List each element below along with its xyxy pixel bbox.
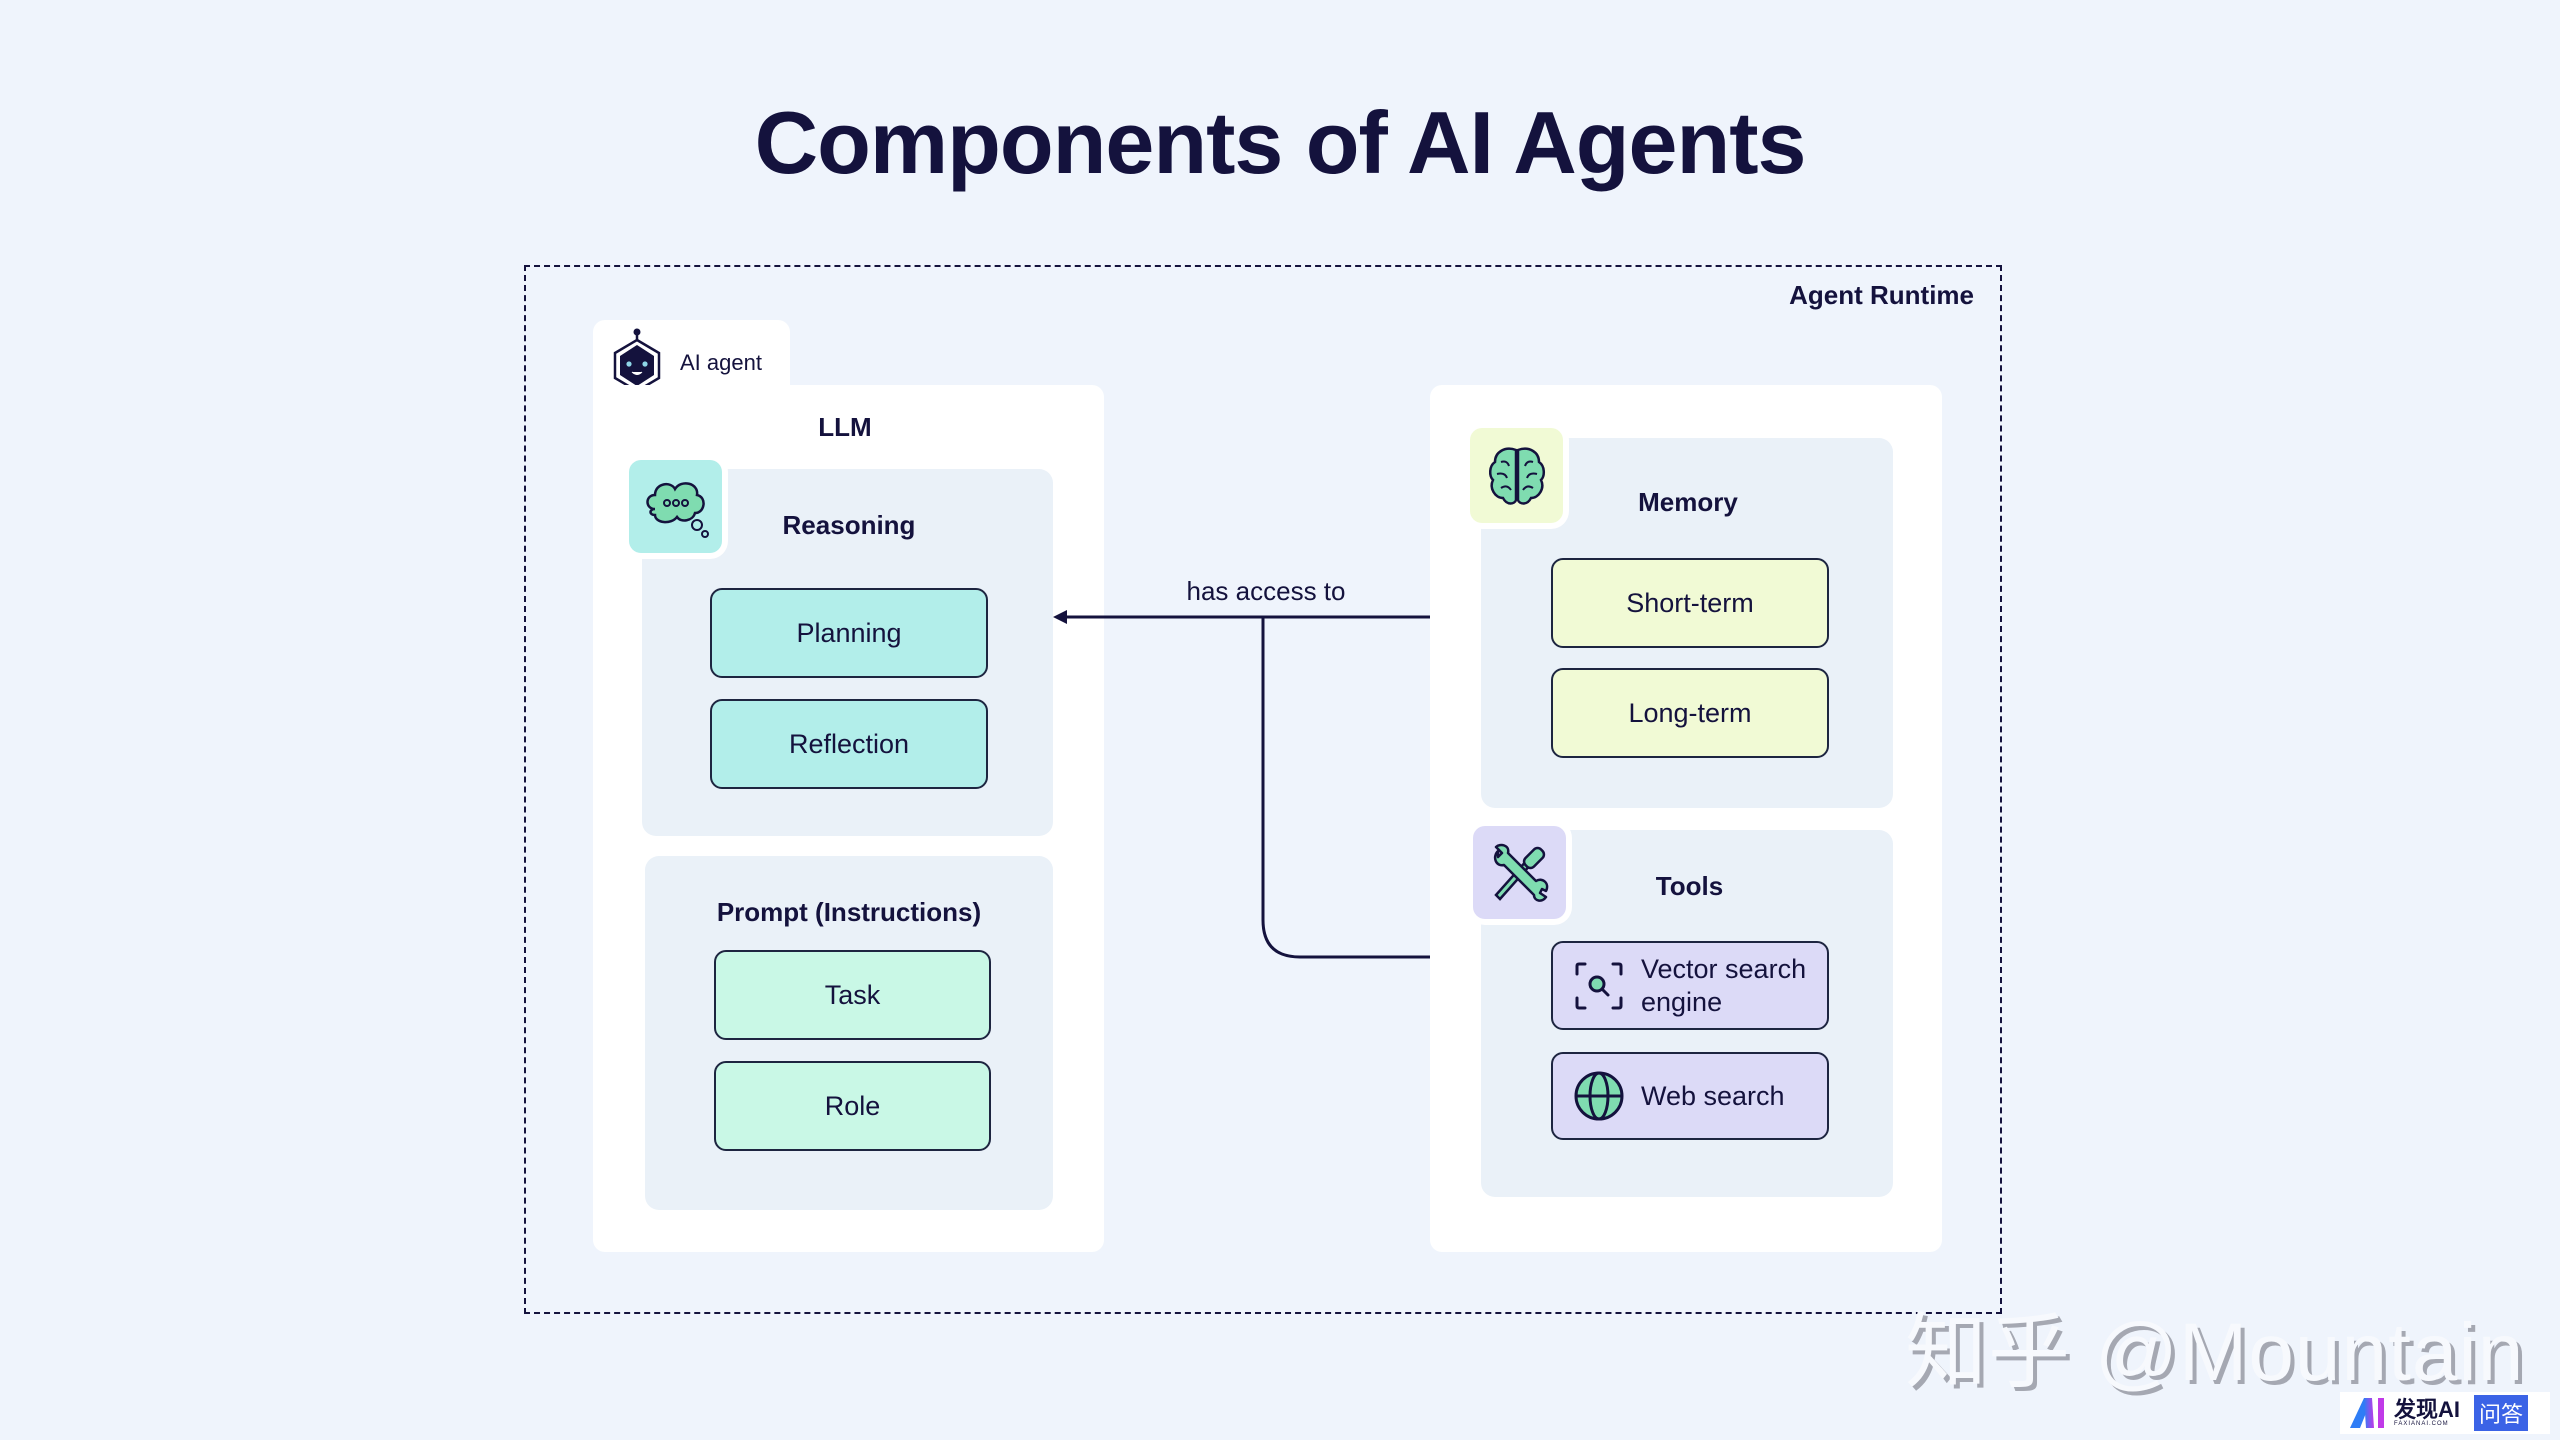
role-box: Role — [714, 1061, 991, 1151]
ai-agent-label: AI agent — [680, 350, 762, 375]
globe-icon — [1573, 1070, 1625, 1122]
connector-label: has access to — [1186, 576, 1346, 606]
brand-logo[interactable]: 发现AI FAXIANAI.COM 问答 — [2340, 1392, 2550, 1434]
task-box: Task — [714, 950, 991, 1040]
vector-search-label-line2: engine — [1641, 986, 1723, 1017]
vector-search-icon — [1573, 960, 1625, 1012]
long-term-box: Long-term — [1551, 668, 1829, 758]
vector-search-label: Vector search engine — [1641, 953, 1806, 1018]
thought-bubble-icon — [629, 460, 722, 553]
robot-hexagon-icon — [612, 328, 662, 393]
connector-branch-line — [1261, 617, 1470, 959]
brand-name: 发现AI — [2394, 1397, 2461, 1422]
llm-heading: LLM — [818, 412, 872, 442]
vector-search-engine-box: Vector search engine — [1551, 941, 1829, 1030]
brain-icon — [1470, 428, 1563, 523]
vector-search-label-line1: Vector search — [1641, 954, 1807, 985]
tools-heading: Tools — [1655, 871, 1724, 901]
brand-badge: 问答 — [2474, 1395, 2529, 1431]
page-title: Components of AI Agents — [754, 93, 1807, 192]
prompt-heading: Prompt (Instructions) — [716, 897, 982, 927]
reflection-box: Reflection — [710, 699, 988, 789]
watermark: 知乎 @Mountain — [1905, 1307, 2525, 1398]
arrowhead-left — [1053, 610, 1067, 624]
ai-logo-icon — [2348, 1396, 2388, 1430]
short-term-box: Short-term — [1551, 558, 1829, 648]
wrench-screwdriver-icon — [1473, 826, 1566, 919]
web-search-box: Web search — [1551, 1052, 1829, 1140]
reasoning-heading: Reasoning — [782, 510, 916, 540]
agent-runtime-boundary — [524, 265, 2002, 1314]
agent-runtime-label: Agent Runtime — [1789, 280, 1974, 310]
memory-heading: Memory — [1638, 487, 1738, 517]
web-search-label: Web search — [1641, 1080, 1785, 1111]
brand-sub: FAXIANAI.COM — [2394, 1421, 2449, 1427]
planning-box: Planning — [710, 588, 988, 678]
